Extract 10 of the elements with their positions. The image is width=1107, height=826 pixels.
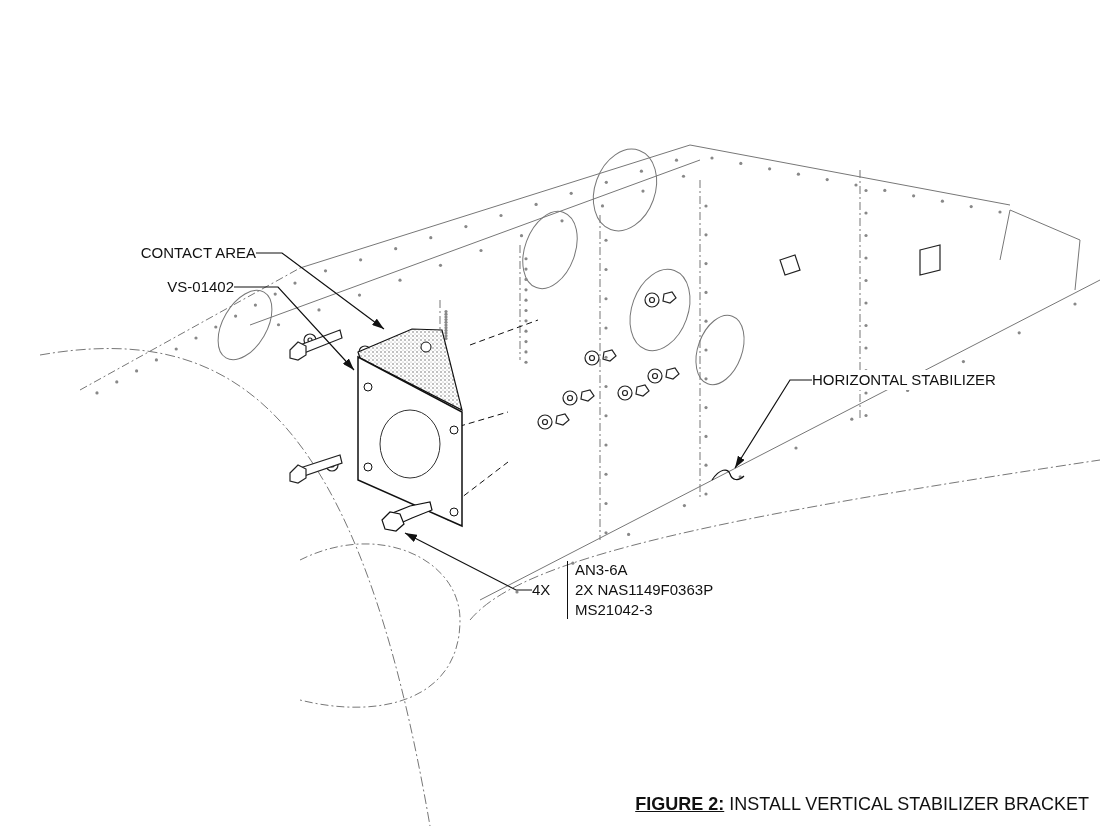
part-number: MS21042-3 [575, 600, 653, 620]
break-symbol [710, 466, 746, 482]
contact-area-drawing [356, 327, 464, 413]
figure-caption: FIGURE 2: INSTALL VERTICAL STABILIZER BRACKET [635, 793, 1089, 816]
part-number: AN3-6A [575, 560, 628, 580]
leader-line [734, 379, 813, 469]
leader-line [404, 532, 533, 591]
part-number: 2X NAS1149F0363P [575, 580, 714, 600]
leader-line [255, 252, 385, 330]
leader-line [233, 286, 355, 371]
